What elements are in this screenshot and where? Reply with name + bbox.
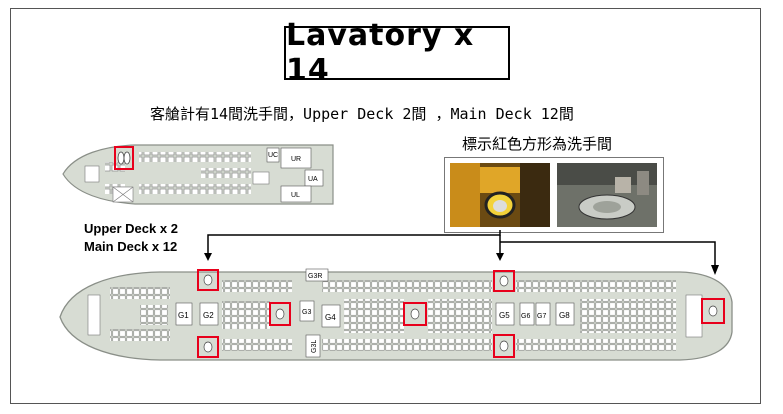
main-deck-count: Main Deck x 12 [84,239,178,254]
upper-galley-uc [266,147,280,163]
galley-g7 [535,302,551,326]
upper-deck-plan: UC UR UA UL [62,144,334,205]
lavatory-marker [403,302,427,326]
upper-seats-row [201,168,251,178]
upper-stairs [252,171,270,185]
main-seats-row [516,280,676,292]
upper-galley-ul [280,185,312,203]
galley-g4 [321,304,341,328]
upper-label-uc: UC [268,152,278,159]
galley-label-g1: G1 [178,311,189,320]
main-seats-row [110,329,170,341]
lavatory-photos [444,157,664,233]
main-seats-row [322,280,492,292]
main-deck-plan: G1 G2 G3 G3R G3L G4 G5 G6 G7 G8 [59,230,733,361]
upper-galley-ur [280,147,312,169]
page-title: Lavatory x 14 [284,18,510,88]
legend-note: 標示紅色方形為洗手間 [462,135,613,153]
galley-g1 [175,302,193,326]
aft-galley [685,294,703,338]
galley-g8 [555,302,575,326]
lavatory-icon [275,308,285,320]
main-seats-row [580,299,676,333]
main-seats-row [428,299,492,333]
upper-seats-row [139,184,251,194]
lavatory-marker [269,302,291,326]
galley-g3 [299,300,315,322]
upper-galley-ua [304,169,324,187]
lavatory-icon [499,275,509,287]
galley-g3l [305,334,321,358]
galley-label-g6: G6 [521,313,530,320]
galley-g6 [519,302,535,326]
lavatory-icon [123,151,131,165]
lavatory-marker [114,146,134,170]
main-seats-row [322,339,492,351]
galley-label-g7: G7 [537,313,546,320]
galley-label-g4: G4 [325,313,336,322]
upper-deck-count: Upper Deck x 2 [84,221,178,236]
galley-label-g2: G2 [203,311,214,320]
galley-label-g3r: G3R [308,273,322,280]
galley-g3r [305,268,329,282]
lavatory-sink-photo [557,163,657,227]
arrow-head-icon [711,265,719,275]
main-seats-row [110,287,170,299]
lavatory-icon [203,341,213,353]
lavatory-icon [410,308,420,320]
galley-label-g5: G5 [499,311,510,320]
lavatory-marker [197,336,219,358]
lavatory-marker [493,334,515,358]
lavatory-marker [701,298,725,324]
upper-label-ul: UL [291,192,300,199]
lavatory-toilet-photo [450,163,550,227]
galley-label-g3l: G3L [311,340,318,353]
main-seats-row [516,339,676,351]
galley-g5 [495,302,515,326]
main-seats-row [222,301,270,329]
diagram-frame [10,8,761,404]
lavatory-marker [493,270,515,292]
main-door-block [87,294,101,336]
lavatory-icon [203,274,213,286]
main-seats-row [222,280,292,292]
main-seats-row [222,339,292,351]
lavatory-icon [708,305,718,317]
main-seats-row [140,305,168,325]
upper-label-ua: UA [308,176,318,183]
upper-seat-block [84,165,100,183]
lavatory-icon [499,340,509,352]
lavatory-marker [197,269,219,291]
connector-lines [207,230,716,267]
galley-label-g8: G8 [559,311,570,320]
main-seats-row [344,299,404,333]
upper-label-ur: UR [291,156,301,163]
arrow-head-icon [204,253,212,261]
subtitle: 客艙計有14間洗手間，Upper Deck 2間 ，Main Deck 12間 [150,105,574,123]
lavatory-icon [117,151,125,165]
upper-seats-row [139,152,251,162]
galley-label-g3: G3 [302,309,311,316]
arrow-head-icon [496,253,504,261]
galley-g2 [199,302,219,326]
